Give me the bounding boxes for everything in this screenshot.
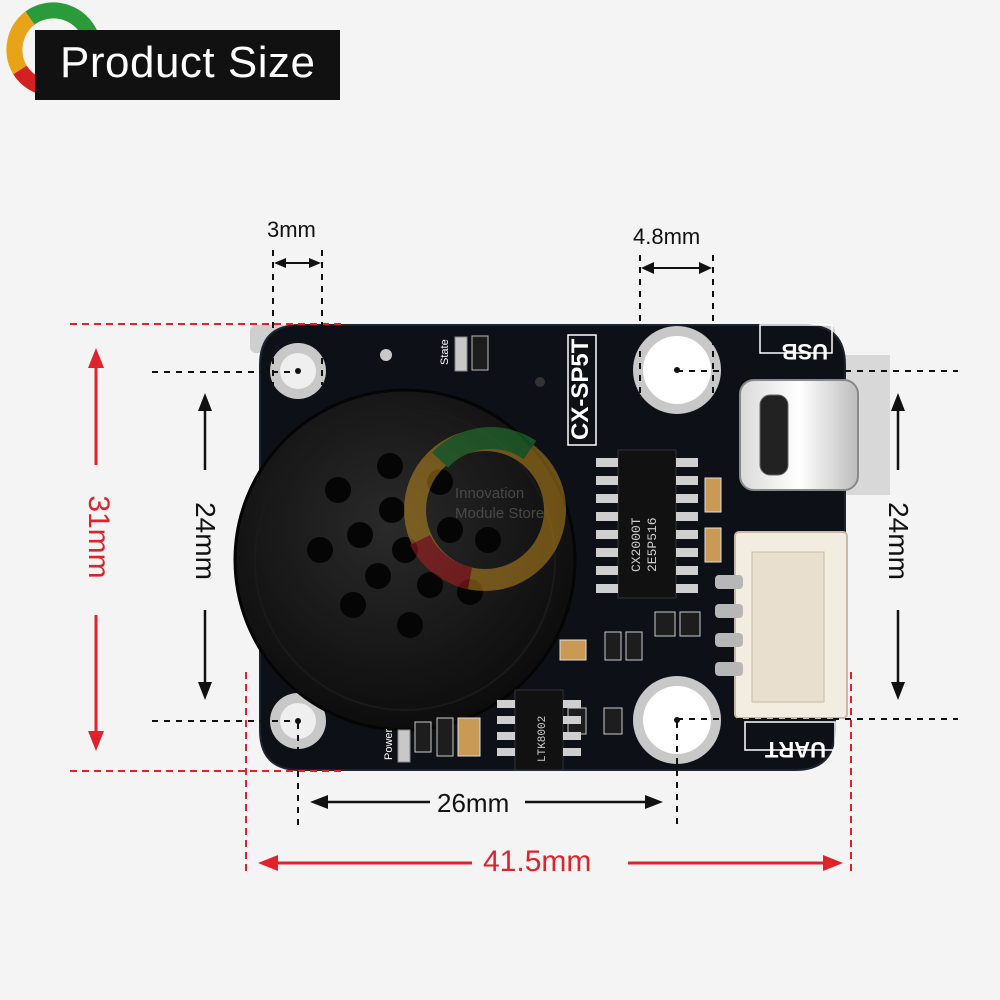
resistor-r3 (604, 631, 622, 661)
dim-24-right-arrowhead-bottom (891, 682, 905, 700)
dim-41-arrowhead-right (823, 855, 843, 871)
dim-48-arrowhead-left (641, 262, 654, 274)
uart-connector (715, 531, 848, 719)
dim-24mm-left-label: 24mm (190, 502, 221, 580)
via-2 (535, 377, 545, 387)
resistor-r4 (625, 631, 643, 661)
resistor-r6 (603, 707, 623, 735)
dim-415mm-label: 41.5mm (483, 845, 592, 878)
power-label: Power (383, 728, 395, 760)
page-title: Product Size (60, 38, 316, 87)
watermark-text-line2: Module Store (455, 505, 544, 522)
watermark-text-line1: Innovation (455, 485, 524, 502)
dim-31mm-label: 31mm (82, 495, 115, 579)
dim-3mm-label: 3mm (267, 217, 316, 242)
dim-3-arrowhead-left (274, 258, 286, 268)
dim-24-left-arrowhead-bottom (198, 682, 212, 700)
state-label: State (439, 339, 451, 365)
capacitor-c1 (704, 477, 722, 513)
usb-label: USB (782, 339, 828, 364)
dim-24-left-arrowhead-top (198, 393, 212, 411)
capacitor-c5 (457, 717, 481, 757)
dim-48mm-label: 4.8mm (633, 224, 701, 249)
main-chip-label-1: CX2000T (629, 517, 644, 572)
amp-chip (497, 689, 581, 771)
power-led (397, 729, 411, 763)
main-chip-label-2: 2E5P516 (645, 517, 660, 572)
dim-3-arrowhead-right (309, 258, 321, 268)
via (380, 349, 392, 361)
title-banner (35, 30, 340, 100)
dim-31-arrowhead-bottom (88, 731, 104, 751)
dim-24-right-arrowhead-top (891, 393, 905, 411)
hole-center-br (674, 717, 680, 723)
model-label: CX-SP5T (567, 338, 594, 440)
dim-41-arrowhead-left (258, 855, 278, 871)
dim-26-arrowhead-right (645, 795, 663, 809)
amp-chip-label: LTK8002 (537, 716, 549, 762)
speaker (233, 388, 577, 732)
dim-26mm-label: 26mm (437, 788, 510, 818)
dim-31-arrowhead-top (88, 348, 104, 368)
power-resistor (414, 721, 432, 753)
hole-center-bl (295, 718, 301, 724)
dim-48-arrowhead-right (699, 262, 712, 274)
usb-c-port (739, 379, 859, 491)
hole-center-tr (674, 367, 680, 373)
dim-24mm-right-label: 24mm (883, 502, 914, 580)
main-chip (596, 449, 698, 599)
state-resistor (471, 335, 489, 371)
watermark-logo (404, 427, 566, 591)
resistor-r2 (679, 611, 701, 637)
uart-label-box (744, 721, 836, 751)
capacitor-c4 (436, 717, 454, 757)
resistor-r1 (654, 611, 676, 637)
dim-26-arrowhead-left (310, 795, 328, 809)
state-led (454, 336, 468, 372)
capacitor-c3 (559, 639, 587, 661)
usb-label-box (759, 324, 833, 354)
hole-center-tl (295, 368, 301, 374)
model-label-box (567, 334, 597, 446)
capacitor-c2 (704, 527, 722, 563)
